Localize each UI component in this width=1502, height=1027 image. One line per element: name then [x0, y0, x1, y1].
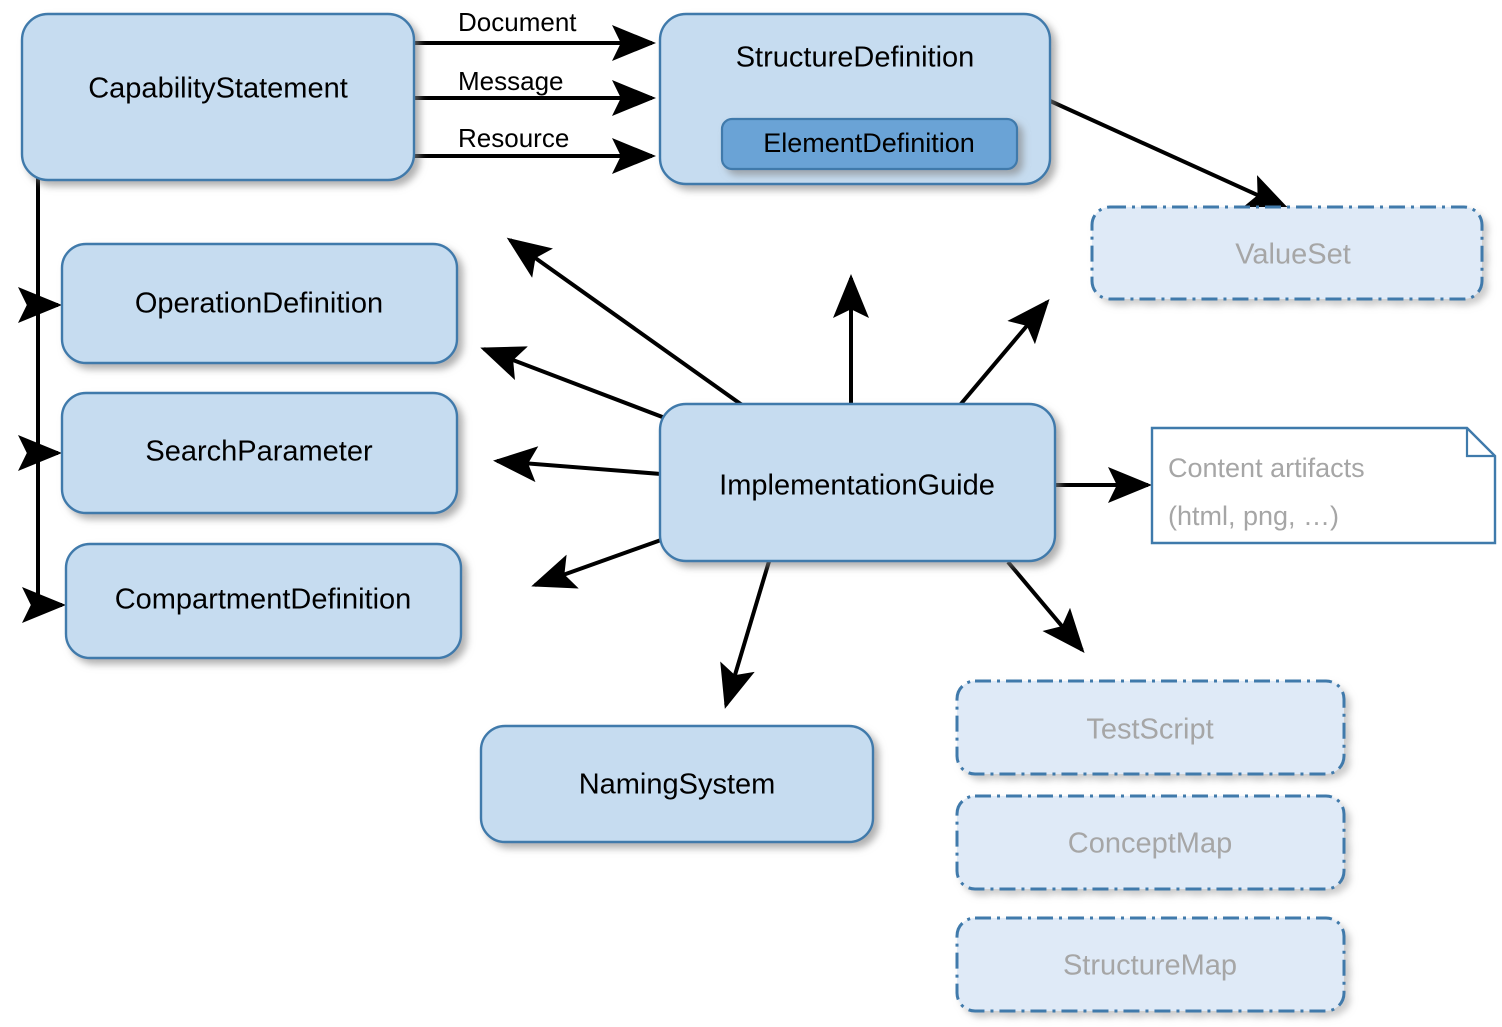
structure-definition-label: StructureDefinition [736, 42, 975, 74]
edge-label-resource: Resource [458, 123, 569, 153]
edge-ig-to-structure-definition [506, 237, 744, 407]
edge-structure-to-valueset [1047, 98, 1290, 210]
node-value-set[interactable]: ValueSet [1090, 205, 1484, 301]
node-structure-map[interactable]: StructureMap [955, 916, 1346, 1013]
search-parameter-label: SearchParameter [145, 436, 373, 468]
element-definition-box[interactable] [720, 117, 1019, 171]
operation-definition-label: OperationDefinition [135, 288, 383, 320]
node-test-script[interactable]: TestScript [955, 679, 1346, 776]
edge-ig-to-search-parameter [493, 446, 662, 483]
node-compartment-definition[interactable]: CompartmentDefinition [64, 542, 463, 660]
edge-ig-to-compartment-definition [531, 538, 662, 589]
edge-implementation-guide-group [480, 237, 1152, 709]
node-search-parameter[interactable]: SearchParameter [60, 391, 459, 515]
value-set-box[interactable] [1090, 205, 1484, 301]
content-artifacts-note-shape[interactable] [1150, 426, 1497, 545]
structure-map-label: StructureMap [1063, 950, 1237, 982]
test-script-box[interactable] [955, 679, 1346, 776]
test-script-label: TestScript [1086, 714, 1213, 746]
edge-label-message: Message [458, 66, 564, 96]
edge-ig-to-valueset [958, 298, 1050, 407]
implementation-guide-box[interactable] [658, 402, 1057, 563]
compartment-definition-label: CompartmentDefinition [115, 584, 412, 616]
node-naming-system[interactable]: NamingSystem [479, 724, 875, 844]
operation-definition-box[interactable] [60, 242, 459, 365]
node-operation-definition[interactable]: OperationDefinition [60, 242, 459, 365]
edge-capability-to-left-column [18, 178, 66, 623]
note-fold-icon [1465, 428, 1495, 458]
concept-map-label: ConceptMap [1068, 828, 1232, 860]
concept-map-box[interactable] [955, 794, 1346, 891]
content-artifacts-line1: Content artifacts [1168, 453, 1365, 483]
compartment-definition-box[interactable] [64, 542, 463, 660]
capability-statement-label: CapabilityStatement [88, 73, 348, 105]
content-artifacts-line2: (html, png, …) [1168, 501, 1339, 531]
edge-ig-to-naming-system [720, 557, 772, 709]
naming-system-label: NamingSystem [579, 769, 776, 801]
search-parameter-box[interactable] [60, 391, 459, 515]
edge-capability-to-structure-group [414, 25, 656, 174]
structure-map-box[interactable] [955, 916, 1346, 1013]
element-definition-label: ElementDefinition [763, 128, 975, 158]
edge-ig-to-test-script [1006, 560, 1085, 654]
node-concept-map[interactable]: ConceptMap [955, 794, 1346, 891]
node-content-artifacts-note[interactable]: Content artifacts (html, png, …) [1150, 426, 1497, 545]
edge-label-document: Document [458, 7, 577, 37]
node-implementation-guide[interactable]: ImplementationGuide [658, 402, 1057, 563]
node-structure-definition[interactable]: StructureDefinition ElementDefinition [658, 12, 1052, 186]
edge-label-group: Document Message Resource [458, 7, 577, 153]
capability-statement-box[interactable] [20, 12, 416, 182]
node-capability-statement[interactable]: CapabilityStatement [20, 12, 416, 182]
edge-ig-to-operation-definition [480, 346, 666, 420]
value-set-label: ValueSet [1235, 239, 1351, 271]
implementation-guide-label: ImplementationGuide [719, 470, 995, 502]
naming-system-box[interactable] [479, 724, 875, 844]
